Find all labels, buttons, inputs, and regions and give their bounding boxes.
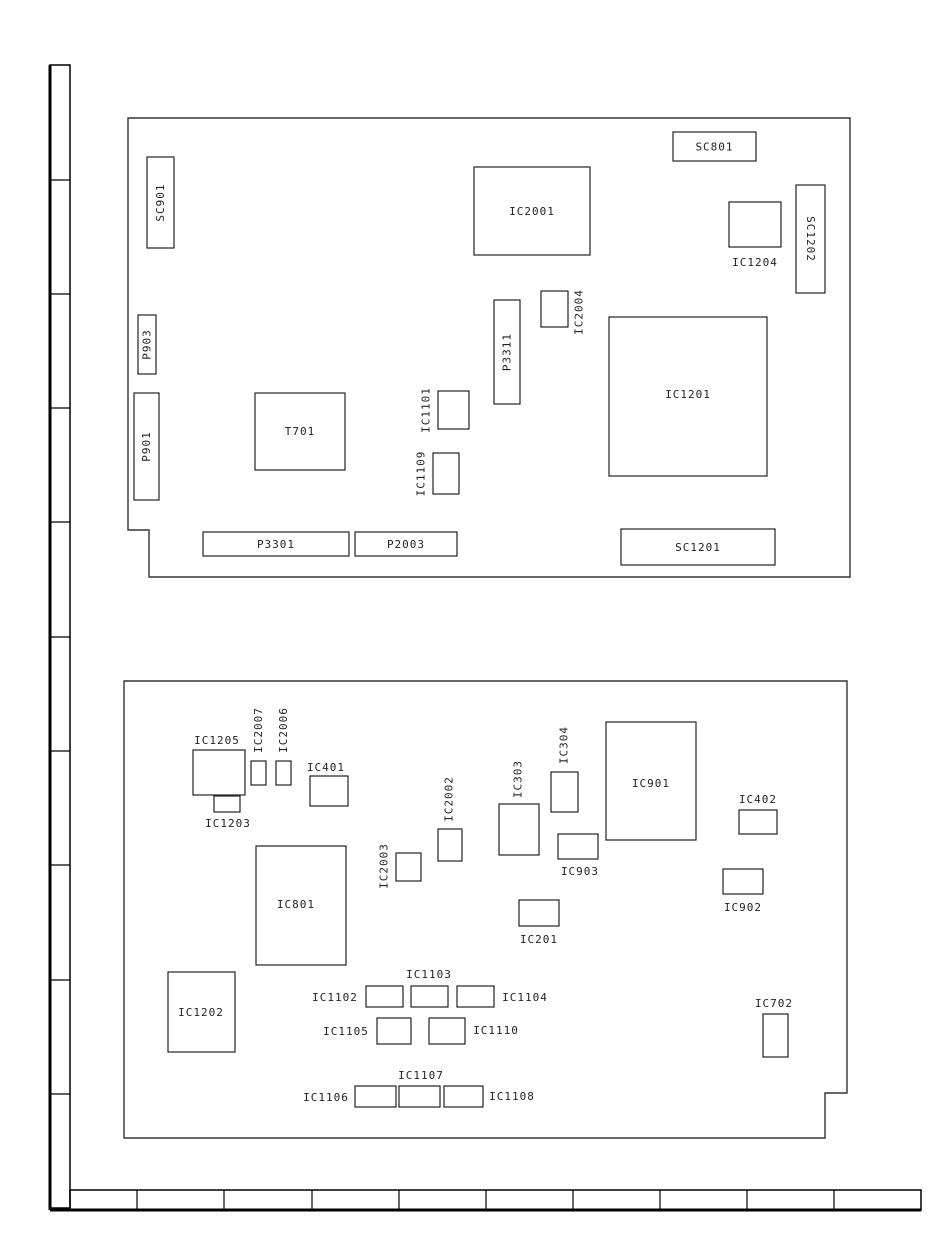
component-ic401: IC401	[307, 761, 348, 806]
component-ic2003: IC2003	[378, 843, 422, 889]
component-ic1108: IC1108	[444, 1086, 535, 1107]
svg-text:IC1204: IC1204	[732, 256, 778, 269]
component-ic201: IC201	[519, 900, 559, 946]
component-ic1109: IC1109	[415, 451, 460, 497]
component-ic2002: IC2002	[438, 776, 462, 861]
svg-text:IC304: IC304	[558, 726, 571, 764]
component-ic2007: IC2007	[251, 707, 266, 785]
component-ic303: IC303	[499, 760, 539, 855]
component-ic2006: IC2006	[276, 707, 291, 785]
svg-text:SC801: SC801	[695, 141, 733, 154]
component-ic1105: IC1105	[323, 1018, 411, 1044]
svg-text:IC801: IC801	[277, 898, 315, 911]
component-p903: P903	[138, 315, 156, 374]
svg-text:IC1103: IC1103	[406, 968, 452, 981]
component-ic1106: IC1106	[303, 1086, 396, 1107]
svg-text:P2003: P2003	[387, 538, 425, 551]
component-sc801: SC801	[673, 132, 756, 161]
component-sc1201: SC1201	[621, 529, 775, 565]
component-sc1202: SC1202	[796, 185, 825, 293]
component-ic1203: IC1203	[205, 796, 251, 830]
component-ic2001: IC2001	[474, 167, 590, 255]
component-ic1101: IC1101	[420, 387, 470, 433]
frame-bottom-rail	[50, 1190, 921, 1210]
svg-text:IC1110: IC1110	[473, 1024, 519, 1037]
svg-text:P901: P901	[140, 431, 153, 462]
component-sc901: SC901	[147, 157, 174, 248]
component-p3301: P3301	[203, 532, 349, 556]
component-ic902: IC902	[723, 869, 763, 914]
component-ic304: IC304	[551, 726, 578, 812]
component-ic1202: IC1202	[168, 972, 235, 1052]
svg-text:IC1101: IC1101	[420, 387, 433, 433]
svg-text:IC1105: IC1105	[323, 1025, 369, 1038]
svg-text:IC2002: IC2002	[443, 776, 456, 822]
svg-text:IC2007: IC2007	[252, 707, 265, 753]
component-t701: T701	[255, 393, 345, 470]
component-ic801: IC801	[256, 846, 346, 965]
component-ic1204: IC1204	[729, 202, 781, 269]
frame-left-rail	[50, 65, 70, 1210]
svg-text:P903: P903	[141, 329, 154, 360]
component-ic903: IC903	[558, 834, 599, 878]
svg-text:SC901: SC901	[154, 183, 167, 221]
svg-text:IC1102: IC1102	[312, 991, 358, 1004]
svg-text:IC702: IC702	[755, 997, 793, 1010]
svg-text:IC2001: IC2001	[509, 205, 555, 218]
svg-text:IC1108: IC1108	[489, 1090, 535, 1103]
svg-text:P3301: P3301	[257, 538, 295, 551]
svg-text:IC1205: IC1205	[194, 734, 240, 747]
svg-text:IC201: IC201	[520, 933, 558, 946]
svg-text:IC1201: IC1201	[665, 388, 711, 401]
svg-text:IC1104: IC1104	[502, 991, 548, 1004]
svg-text:IC2004: IC2004	[573, 289, 586, 335]
component-ic1205: IC1205	[193, 734, 245, 795]
svg-text:IC902: IC902	[724, 901, 762, 914]
component-ic2004: IC2004	[541, 289, 586, 335]
component-ic1102: IC1102	[312, 986, 403, 1007]
svg-text:IC303: IC303	[512, 760, 525, 798]
svg-text:IC1107: IC1107	[398, 1069, 444, 1082]
svg-text:IC2006: IC2006	[277, 707, 290, 753]
svg-text:IC401: IC401	[307, 761, 345, 774]
svg-text:IC1109: IC1109	[415, 451, 428, 497]
component-p3311: P3311	[494, 300, 520, 404]
component-ic1107: IC1107	[398, 1069, 444, 1107]
component-ic1201: IC1201	[609, 317, 767, 476]
svg-text:IC903: IC903	[561, 865, 599, 878]
svg-text:IC402: IC402	[739, 793, 777, 806]
component-ic1104: IC1104	[457, 986, 548, 1007]
component-p2003: P2003	[355, 532, 457, 556]
svg-text:SC1202: SC1202	[804, 216, 817, 262]
svg-text:IC1106: IC1106	[303, 1091, 349, 1104]
svg-text:SC1201: SC1201	[675, 541, 721, 554]
svg-text:IC1202: IC1202	[178, 1006, 224, 1019]
svg-text:IC1203: IC1203	[205, 817, 251, 830]
component-ic1110: IC1110	[429, 1018, 519, 1044]
component-ic1103: IC1103	[406, 968, 452, 1007]
component-ic402: IC402	[739, 793, 777, 834]
svg-text:P3311: P3311	[501, 333, 514, 371]
component-p901: P901	[134, 393, 159, 500]
svg-text:IC2003: IC2003	[378, 843, 391, 889]
svg-text:IC901: IC901	[632, 777, 670, 790]
svg-text:T701: T701	[285, 425, 316, 438]
component-ic901: IC901	[606, 722, 696, 840]
component-ic702: IC702	[755, 997, 793, 1057]
